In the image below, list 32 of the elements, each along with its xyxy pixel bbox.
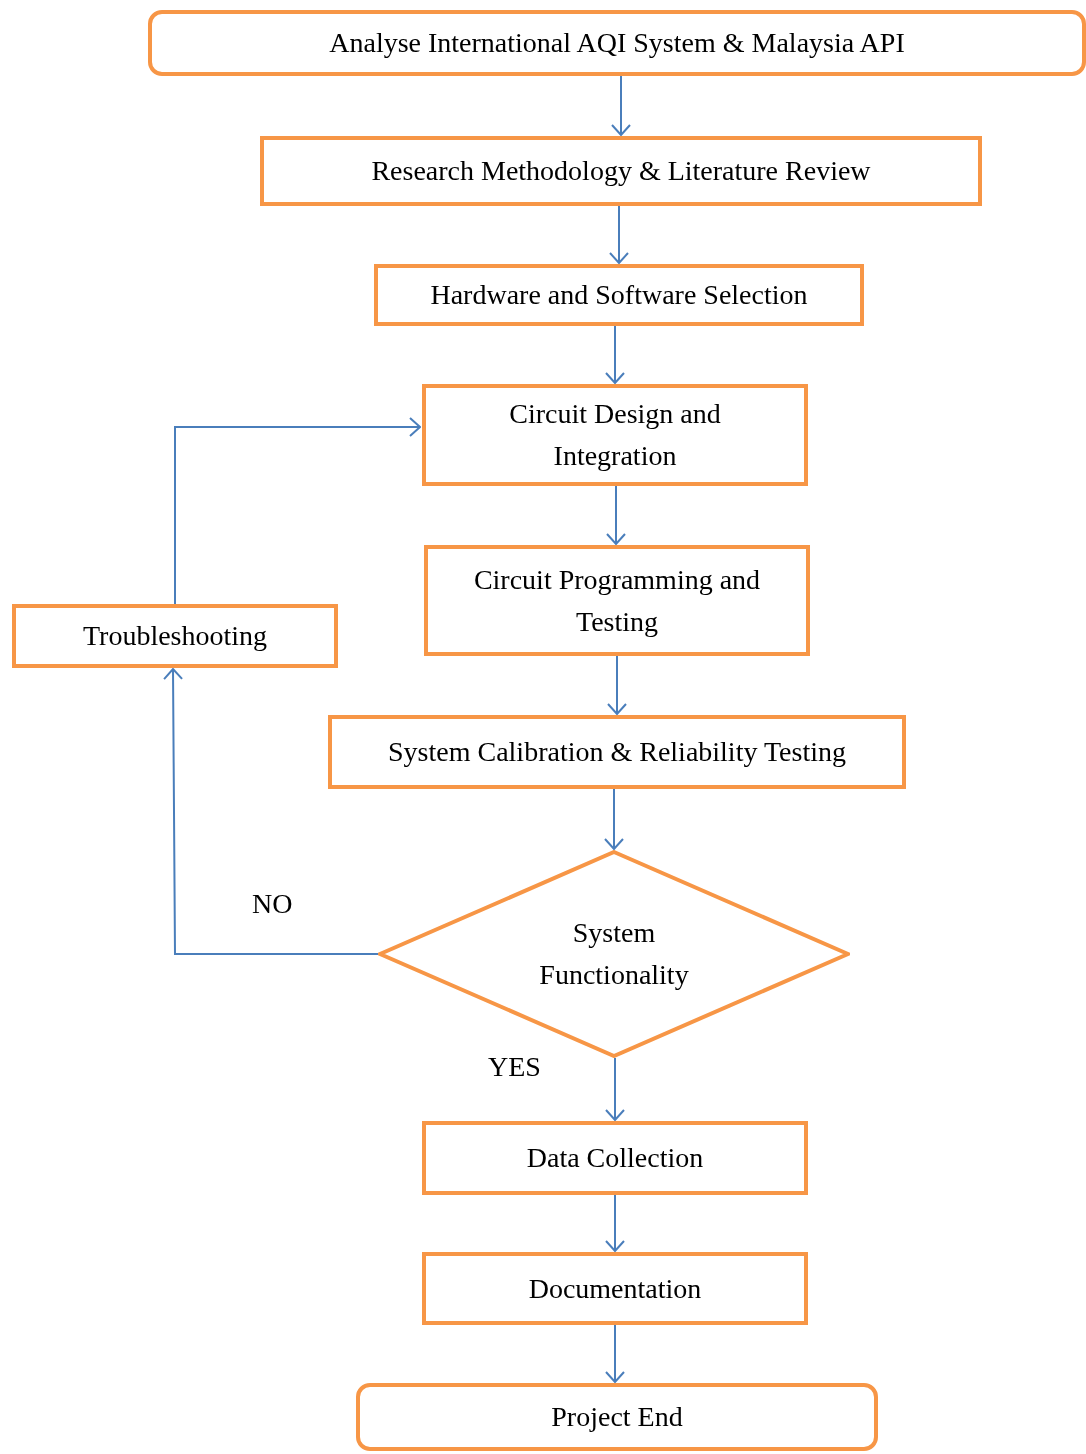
terminal-box xyxy=(148,10,1086,76)
process-box xyxy=(374,264,864,326)
step-label: Documentation xyxy=(527,1271,703,1306)
process-box xyxy=(422,1121,808,1195)
process-box xyxy=(260,136,982,206)
step-label: Troubleshooting xyxy=(81,619,269,653)
step-label: Circuit Design and Integration xyxy=(508,397,722,473)
arrow xyxy=(605,1194,625,1252)
arrow xyxy=(604,788,624,850)
process-box xyxy=(328,715,906,789)
arrow xyxy=(605,325,625,384)
arrow xyxy=(609,205,629,264)
process-box xyxy=(422,1252,808,1325)
arrow xyxy=(605,1324,625,1383)
step-label: System Calibration & Reliability Testing xyxy=(387,735,847,769)
process-box xyxy=(12,604,338,668)
process-box xyxy=(424,545,810,656)
step-label: Research Methodology & Literature Review xyxy=(370,154,872,188)
arrow xyxy=(174,417,421,605)
arrow xyxy=(611,75,631,136)
step-label: Analyse International AQI System & Malaysia API xyxy=(328,26,906,60)
terminal-box xyxy=(356,1383,878,1451)
arrow xyxy=(607,655,627,715)
step-label: Circuit Programming and Testing xyxy=(472,562,762,639)
arrow xyxy=(606,485,626,545)
arrow xyxy=(163,668,379,955)
step-label: System Functionality xyxy=(538,916,690,992)
step-label: Data Collection xyxy=(525,1141,705,1175)
process-box xyxy=(422,384,808,486)
step-label: Project End xyxy=(550,1400,684,1434)
arrow xyxy=(605,1057,625,1121)
step-label: Hardware and Software Selection xyxy=(429,278,809,312)
